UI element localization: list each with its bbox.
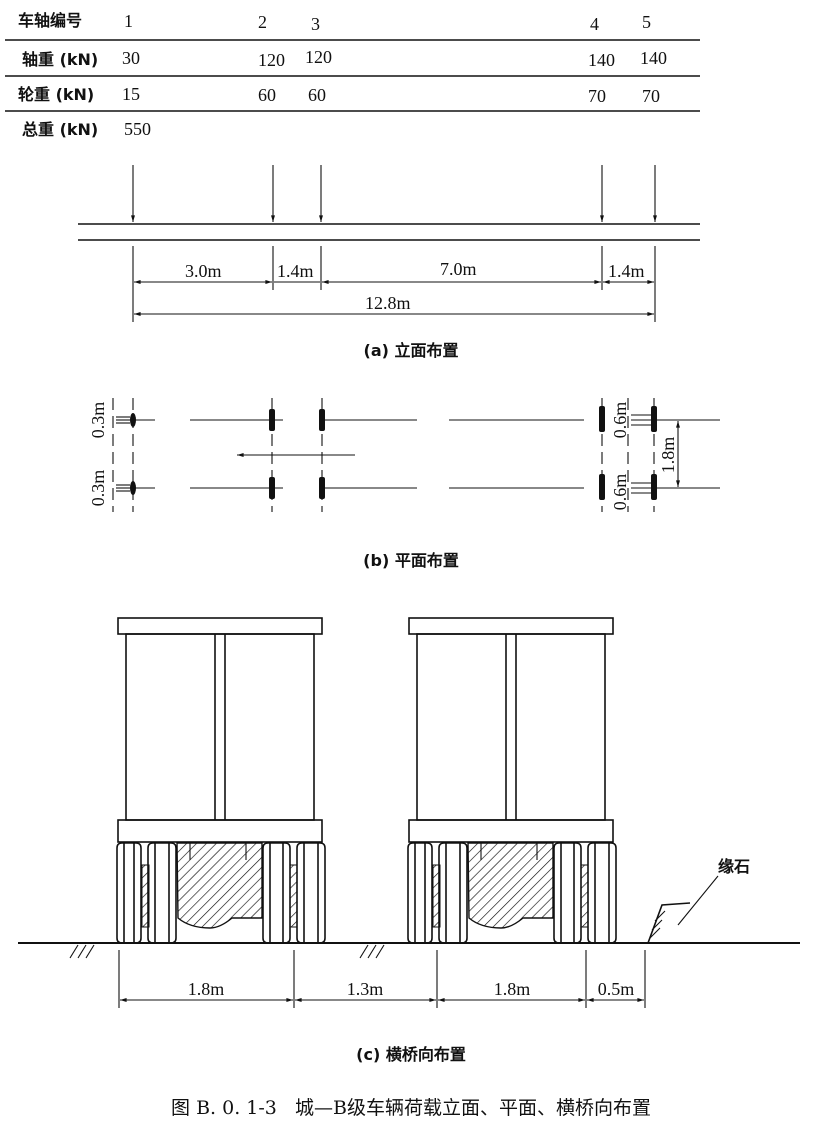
axle-weight-1: 30: [122, 48, 140, 68]
spacing-3-4: 7.0m: [440, 259, 477, 279]
caption-elevation: (a) 立面布置: [364, 341, 459, 360]
wheel-footprint: [130, 413, 136, 427]
axle-no-1: 1: [124, 11, 133, 31]
wheel-footprint: [269, 477, 275, 499]
spacing-1-2: 3.0m: [185, 261, 222, 281]
axle-weight-3: 120: [305, 47, 332, 67]
wheel-weight-2: 60: [258, 85, 276, 105]
spacing-4-5: 1.4m: [608, 261, 645, 281]
curb-hatch: [649, 910, 666, 939]
axle-no-4: 4: [590, 14, 599, 34]
axle-table: 车轴编号 1 2 3 4 5 轴重 (kN) 30 120 120 140 14…: [5, 11, 700, 139]
axle-weight-4: 140: [588, 50, 615, 70]
dimension-lines: [132, 246, 656, 322]
dim-vehicle-gap: 1.3m: [347, 979, 384, 999]
wheel-footprint: [651, 474, 657, 500]
axle-no-3: 3: [311, 14, 320, 34]
rear-wheel-width-bottom: 0.6m: [610, 474, 630, 511]
truck: [116, 617, 326, 944]
curb-label: 缘石: [718, 857, 750, 876]
curb-stone: [647, 902, 691, 944]
caption-plan: (b) 平面布置: [363, 551, 459, 570]
wheel-footprint: [599, 474, 605, 500]
plan-layout: 0.3m 0.3m 0.6m 0.6m 1.8m (b) 平面布置: [88, 398, 720, 570]
wheel-footprint: [319, 409, 325, 431]
wheel-footprints: [130, 406, 657, 500]
wheel-weight-1: 15: [122, 84, 140, 104]
truck: [407, 617, 617, 944]
cross-dimension-lines: [118, 950, 646, 1008]
caption-cross-section: (c) 横桥向布置: [356, 1045, 466, 1064]
rear-wheel-width-top: 0.6m: [610, 402, 630, 439]
ground-hatch: [69, 944, 385, 959]
wheel-footprint: [319, 477, 325, 499]
wheel-weight-4: 70: [588, 86, 606, 106]
dim-wheel-track-2: 1.8m: [494, 979, 531, 999]
wheel-footprint: [130, 481, 136, 495]
elevation-layout: 3.0m 1.4m 7.0m 1.4m 12.8m (a) 立面布置: [78, 165, 700, 360]
front-wheel-width-top: 0.3m: [88, 402, 108, 439]
wheel-footprint: [651, 406, 657, 432]
dim-wheel-track-1: 1.8m: [188, 979, 225, 999]
table-label-total-weight: 总重 (kN): [22, 120, 98, 139]
wheel-path-lines: [116, 414, 720, 494]
figure-caption: 图 B. 0. 1-3 城—B级车辆荷载立面、平面、横桥向布置: [171, 1097, 651, 1119]
spacing-2-3: 1.4m: [277, 261, 314, 281]
wheel-footprint: [599, 406, 605, 432]
axle-weight-5: 140: [640, 48, 667, 68]
cross-section-layout: 缘石 1.8m 1.3m 1.8m 0.5m (c) 横桥向布置: [18, 617, 800, 1064]
curb-leader: [677, 875, 719, 926]
table-label-axle-no: 车轴编号: [18, 11, 82, 30]
total-length: 12.8m: [365, 293, 411, 313]
dim-curb-offset: 0.5m: [598, 979, 635, 999]
axle-no-5: 5: [642, 12, 651, 32]
wheel-weight-3: 60: [308, 85, 326, 105]
track-width: 1.8m: [658, 437, 678, 474]
axle-weight-2: 120: [258, 50, 285, 70]
front-wheel-width-bottom: 0.3m: [88, 470, 108, 507]
table-label-axle-weight: 轴重 (kN): [22, 50, 98, 69]
axle-centerlines: [112, 398, 655, 512]
wheel-weight-5: 70: [642, 86, 660, 106]
load-arrows: [131, 165, 657, 222]
axle-no-2: 2: [258, 12, 267, 32]
table-label-wheel-weight: 轮重 (kN): [18, 85, 94, 104]
wheel-footprint: [269, 409, 275, 431]
total-weight: 550: [124, 119, 151, 139]
